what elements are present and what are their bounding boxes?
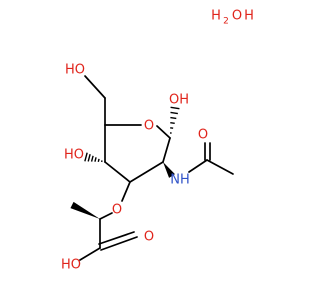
anomeric-oh-label: OH [169,93,189,108]
acid-oxygen-label: O [144,230,154,245]
nh-label: NH [170,173,190,188]
bond-c2-c3 [129,161,164,183]
bond-c4-oh [84,152,103,163]
molecule-structure: H 2 O H HO O OH HO NH O O HO O [61,9,254,273]
water-subscript: 2 [223,17,229,27]
bond-c1-anomeric-oh [169,106,180,134]
ch2oh-label: HO [65,63,85,78]
bond-nh-carbonyl [188,159,208,173]
amide-oxygen-label: O [198,128,208,143]
bond-c1-c2 [162,137,171,163]
water-oxygen: O [232,9,242,24]
bond-ring-o-c1 [156,125,171,139]
water-h-right: H [244,9,254,24]
acid-oh-label: HO [61,258,81,273]
c4-oh-label: HO [64,148,84,163]
bond-ether-chiral [99,212,113,220]
water-h-left: H [211,9,221,24]
bond-carbonyl-methyl [206,159,234,175]
bond-acid-c-o-2 [98,231,135,245]
atom-labels: H 2 O H HO O OH HO NH O O HO O [61,9,254,273]
bond-c3-c4 [104,161,131,183]
bond-ch2-oh [84,75,106,99]
bond-acid-c-oh [79,247,101,261]
bond-c3-ether-o [121,181,131,202]
ring-oxygen-label: O [144,119,154,134]
bond-c2-nh [163,162,175,178]
ether-oxygen-label: O [112,203,122,218]
bond-acid-c-o-1 [100,236,138,251]
bonds [70,75,234,261]
bond-chiral-methyl [70,201,100,219]
